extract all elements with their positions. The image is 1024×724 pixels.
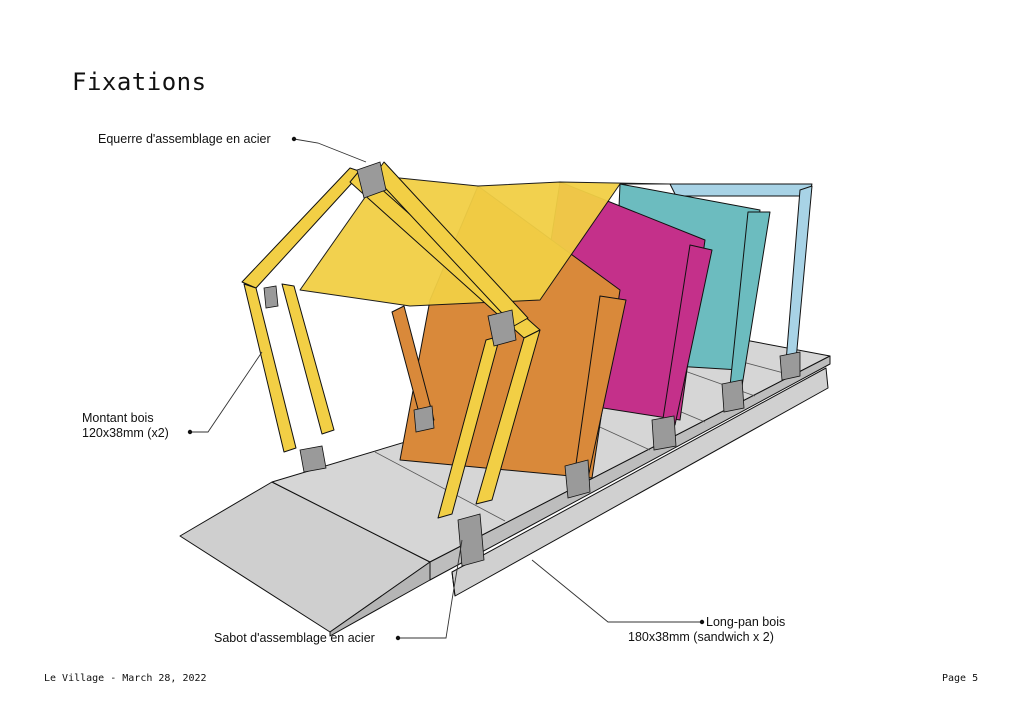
sabot-bracket-5 [721,379,745,413]
label-equerre: Equerre d'assemblage en acier [98,132,271,146]
footer-left: Le Village - March 28, 2022 [44,673,207,684]
label-longpan-line1: Long-pan bois [706,615,786,629]
equerre-bracket [356,161,387,199]
footer-page-number: Page 5 [942,673,979,684]
label-montant-line1: Montant bois [82,411,154,425]
frame-yellow-post-left-b [281,283,335,435]
sabot-bracket-4 [651,415,677,451]
deck-ramp-edge [329,561,431,637]
leader-sabot [398,539,463,639]
equerre-bracket-b [487,309,517,347]
leader-longpan [531,559,702,623]
label-longpan-line2: 180x38mm (sandwich x 2) [628,630,774,644]
label-sabot: Sabot d'assemblage en acier [214,631,375,645]
frame-yellow-post-left [243,283,297,453]
sabot-bracket-8 [263,285,279,309]
frame-yellow-post-right [475,329,541,505]
frame-lightblue-roof [669,183,813,197]
sabot-bracket-6 [779,351,801,381]
label-montant-line2: 120x38mm (x2) [82,426,169,440]
frame-lightblue-post [785,185,813,363]
sabot-bracket-7 [413,405,435,433]
sabot-bracket-3 [564,459,591,499]
sabot-bracket-1 [299,445,327,473]
page-title: Fixations [72,68,207,96]
frame-orange-post-b [391,305,435,425]
leader-montant [190,351,263,433]
leader-equerre [293,138,367,163]
